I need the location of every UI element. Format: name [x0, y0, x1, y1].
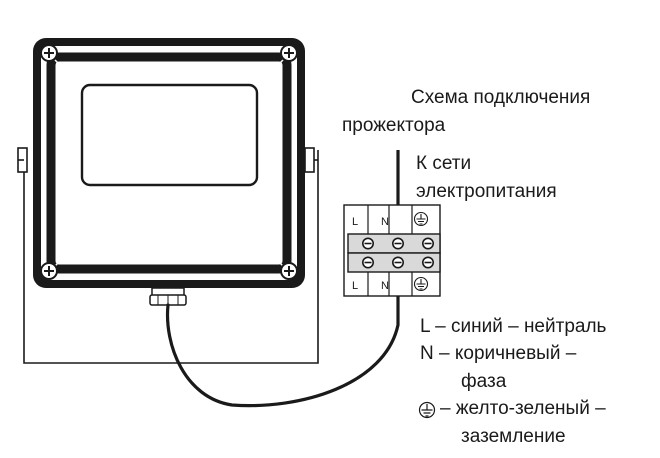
legend-phase-line-2: фаза	[461, 371, 507, 392]
terminal-label-bottom-n: N	[381, 280, 389, 292]
screw-icon	[40, 262, 58, 280]
diagram-title-line-1: Схема подключения	[411, 87, 591, 108]
cable-gland-icon	[149, 287, 187, 306]
mains-label-line-2: электропитания	[416, 181, 557, 202]
screw-icon	[280, 262, 298, 280]
terminal-block	[343, 204, 441, 297]
terminal-label-top-l: L	[352, 216, 358, 228]
ground-icon	[413, 276, 429, 292]
screw-icon	[280, 44, 298, 62]
legend-neutral: L – синий – нейтраль	[420, 316, 607, 337]
terminal-screws	[361, 237, 434, 269]
screw-icon	[40, 44, 58, 62]
mains-label-line-1: К сети	[416, 153, 472, 174]
legend-ground-line-2: заземление	[461, 426, 566, 447]
ground-icon	[418, 401, 436, 419]
diagram-title-line-2: прожектора	[342, 115, 446, 136]
ground-icon	[413, 211, 429, 227]
floodlight-icon	[33, 38, 305, 288]
terminal-label-top-n: N	[381, 216, 389, 228]
power-cable	[165, 290, 400, 408]
legend-ground-line-1: – желто-зеленый –	[440, 398, 606, 419]
legend-phase-line-1: N – коричневый –	[420, 343, 577, 364]
terminal-label-bottom-l: L	[352, 280, 358, 292]
